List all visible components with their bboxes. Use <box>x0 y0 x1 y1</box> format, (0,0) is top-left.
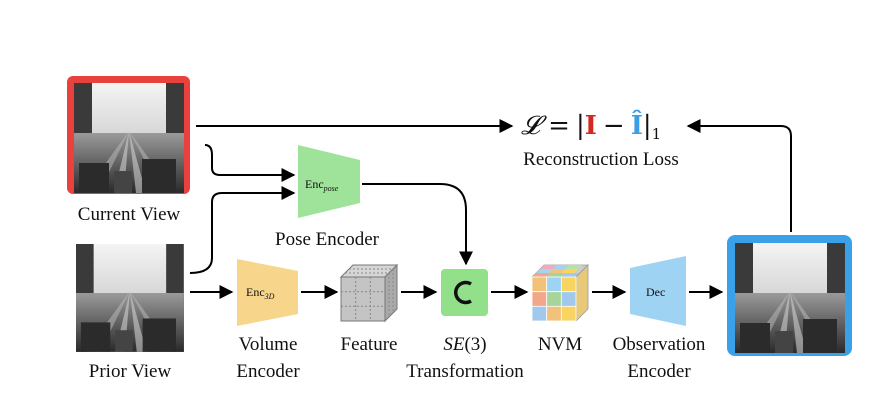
output-view-image <box>727 235 852 356</box>
transformation-label-line1: SE(3) <box>443 334 487 355</box>
arrow-output-to-loss <box>686 119 792 232</box>
arrow-prior-to-pose <box>189 186 296 274</box>
loss-equation: 𝓛 =|I−Î|1 <box>521 109 661 143</box>
prior-view-image <box>76 244 184 352</box>
reconstruction-loss-label: Reconstruction Loss <box>523 149 679 170</box>
prior-view-label: Prior View <box>88 361 172 382</box>
pose-encoder-block <box>298 145 360 218</box>
nvm-label: NVM <box>537 334 583 355</box>
pose-encoder-block-text: Encpose <box>305 177 339 193</box>
observation-encoder-label-line2: Encoder <box>627 361 691 382</box>
decoder-block-text: Dec <box>646 285 665 299</box>
feature-label: Feature <box>340 334 398 355</box>
current-view-label: Current View <box>77 204 181 225</box>
volume-encoder-label-line1: Volume <box>238 334 298 355</box>
volume-encoder-block <box>237 259 298 326</box>
nvm-cube-icon <box>531 264 589 322</box>
transformation-label-line2: Transformation <box>406 361 524 382</box>
volume-encoder-label-line2: Encoder <box>236 361 300 382</box>
feature-cube-icon <box>340 264 398 322</box>
observation-encoder-label-line1: Observation <box>612 334 706 355</box>
volume-encoder-block-text: Enc3D <box>246 285 275 301</box>
current-view-image <box>67 76 190 194</box>
decoder-block <box>630 256 686 326</box>
pose-encoder-label: Pose Encoder <box>275 229 379 250</box>
arrow-current-to-pose <box>204 144 296 182</box>
arrow-pose-to-transform <box>362 183 473 266</box>
rotate-icon <box>454 280 472 305</box>
transformation-block <box>441 269 488 316</box>
